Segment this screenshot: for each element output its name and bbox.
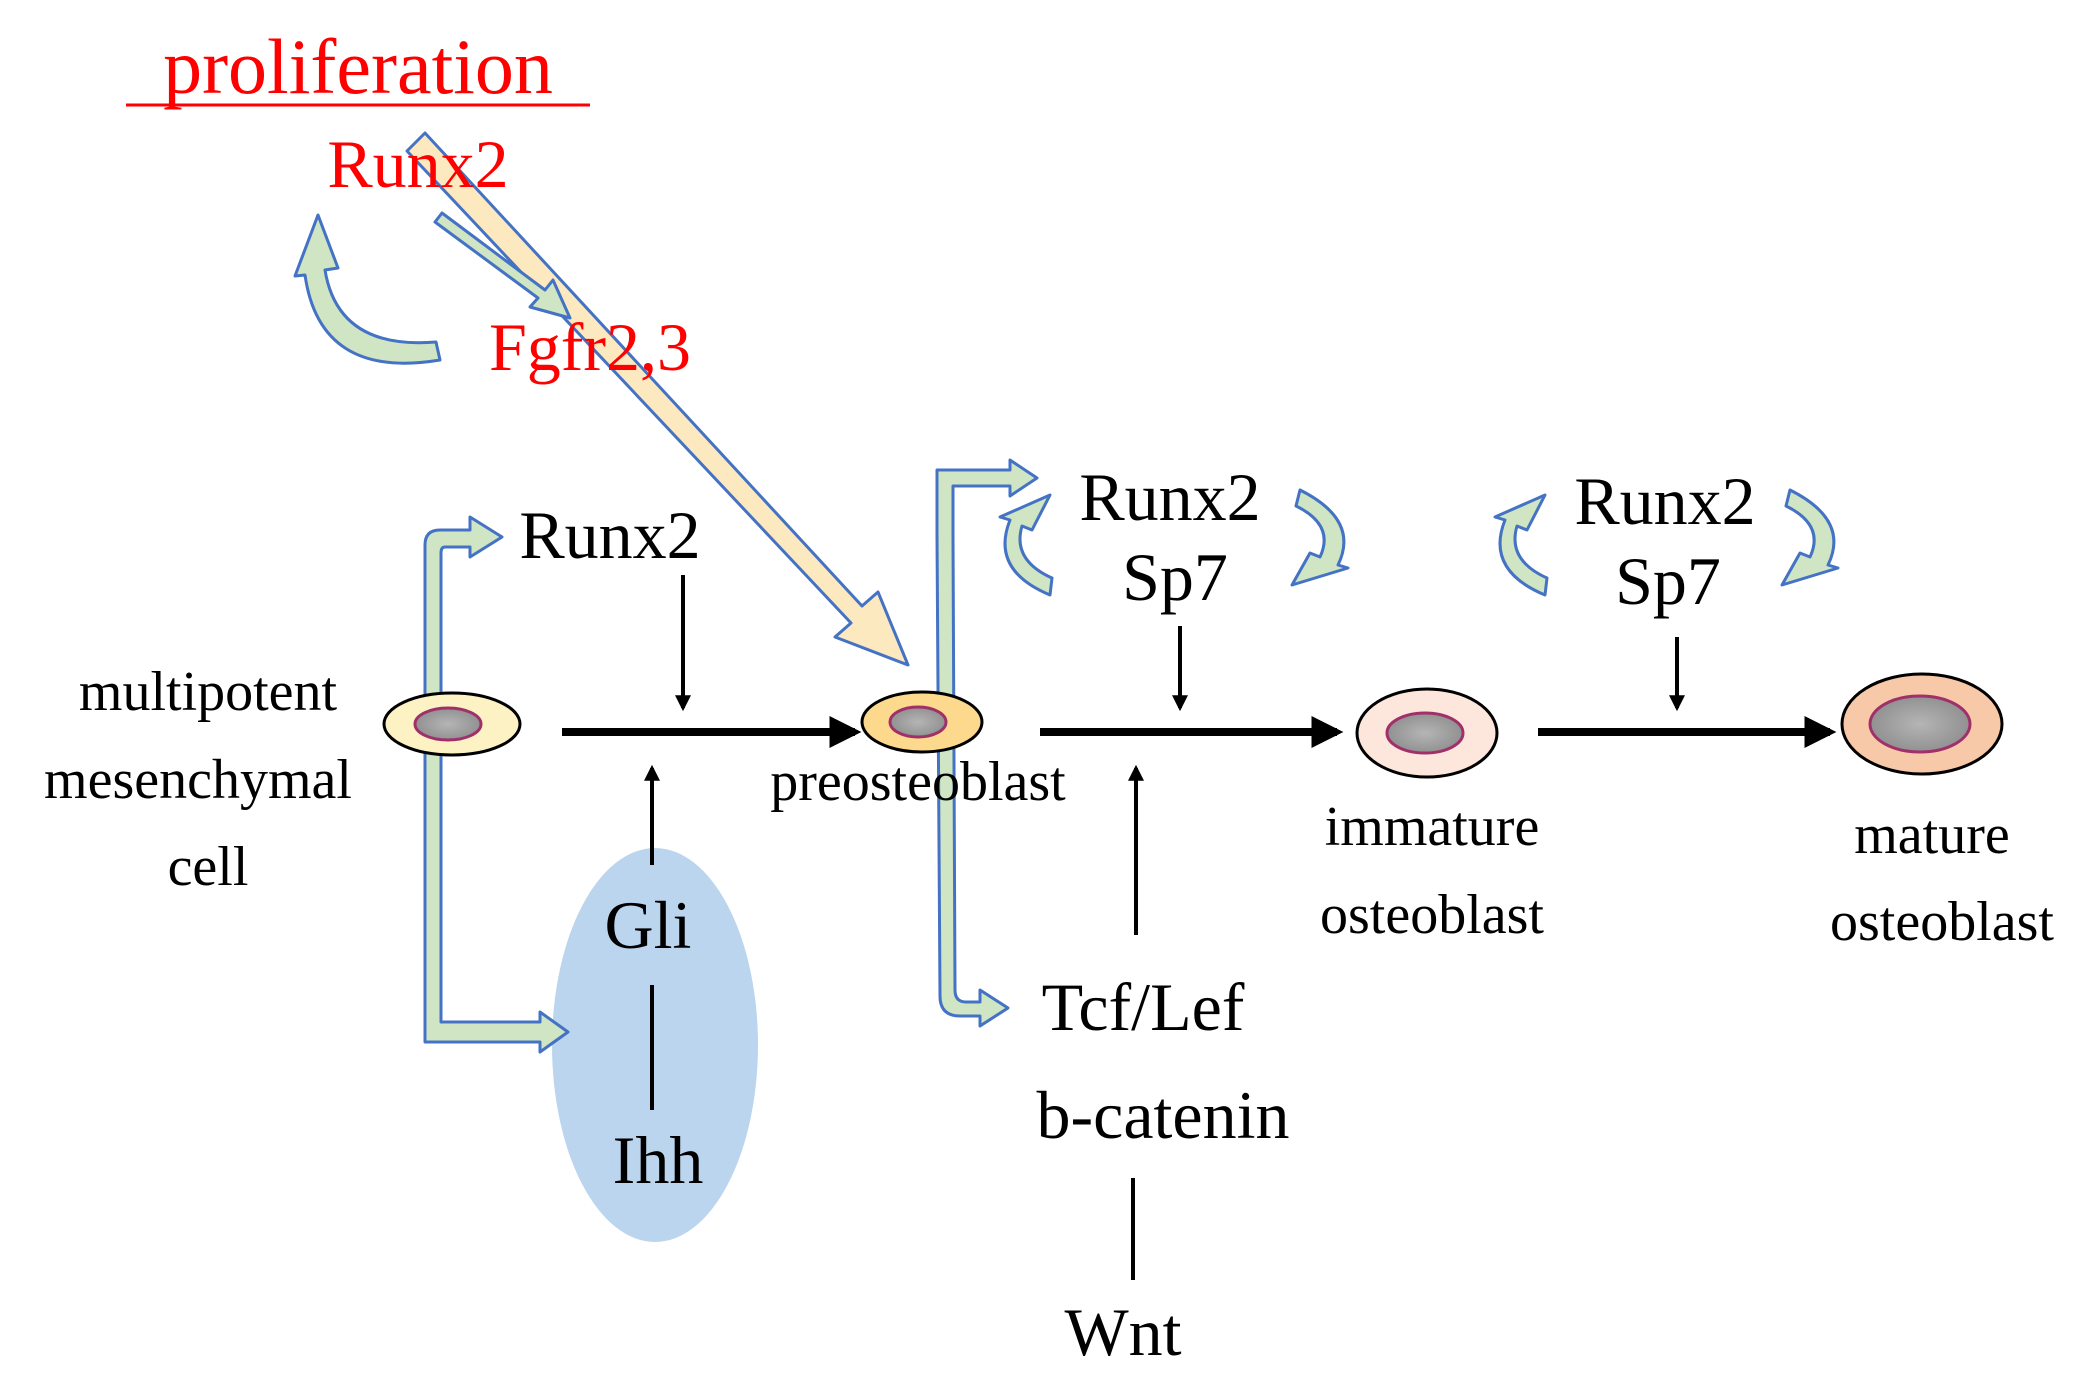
runx2-red-label: Runx2 — [327, 126, 508, 202]
gli-ihh-ellipse — [552, 848, 758, 1242]
sp7-stage2-label: Sp7 — [1122, 539, 1228, 615]
multipotent-label-line1: multipotent — [79, 661, 338, 723]
tcf-lef-label: Tcf/Lef — [1042, 969, 1245, 1045]
runx2-stage3-label: Runx2 — [1574, 463, 1755, 539]
mature-osteoblast-cell — [1840, 672, 2004, 776]
multipotent-cell — [382, 691, 522, 757]
fgfr-label: Fgfr2,3 — [489, 309, 691, 385]
gli-label: Gli — [605, 887, 692, 963]
autoreg-right-arrow-stage3 — [1780, 488, 1840, 587]
b-catenin-label: b-catenin — [1037, 1077, 1290, 1153]
proliferation-to-preosteoblast-arrow — [405, 131, 910, 667]
autoreg-left-arrow-stage2 — [998, 493, 1054, 597]
immature-label-line1: immature — [1325, 796, 1540, 858]
preosteoblast-branch-arrow — [935, 458, 1039, 1028]
feedback-loop-arrow — [293, 213, 442, 365]
multipotent-label-line2: mesenchymal — [44, 749, 352, 811]
autoreg-left-arrow-stage3 — [1493, 493, 1549, 597]
runx2-stage1-label: Runx2 — [519, 497, 700, 573]
autoreg-right-arrow-stage2 — [1290, 488, 1350, 587]
proliferation-label: proliferation — [163, 23, 553, 110]
runx2-stage2-label: Runx2 — [1079, 459, 1260, 535]
mature-label-line1: mature — [1854, 804, 2009, 866]
runx2-to-fgfr-arrow — [433, 211, 572, 320]
multipotent-branch-arrow — [423, 515, 570, 1054]
preosteoblast-cell — [860, 690, 984, 754]
immature-label-line2: osteoblast — [1320, 884, 1544, 946]
preosteoblast-label: preosteoblast — [770, 751, 1066, 813]
ihh-label: Ihh — [613, 1122, 704, 1198]
multipotent-label-line3: cell — [168, 836, 249, 898]
mature-label-line2: osteoblast — [1830, 891, 2054, 953]
immature-osteoblast-cell — [1355, 687, 1499, 779]
sp7-stage3-label: Sp7 — [1615, 543, 1721, 619]
wnt-label: Wnt — [1064, 1294, 1181, 1370]
